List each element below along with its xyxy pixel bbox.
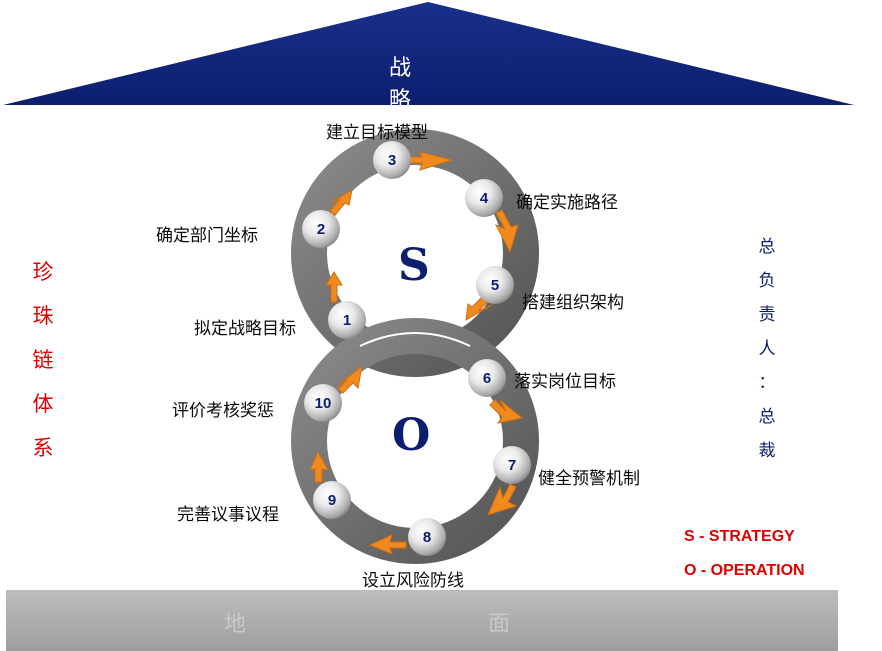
ground-label: 地 面 bbox=[223, 612, 620, 637]
top-ring bbox=[291, 129, 539, 377]
pearl-number-8: 8 bbox=[423, 529, 431, 546]
step-label-4: 确定实施路径 bbox=[516, 193, 618, 213]
pearl-number-4: 4 bbox=[480, 190, 489, 207]
arrow-9-10 bbox=[309, 450, 329, 483]
arrow-7-8 bbox=[487, 483, 518, 516]
pearl-4 bbox=[465, 179, 503, 217]
pearl-2 bbox=[302, 210, 340, 248]
step-label-5: 搭建组织架构 bbox=[522, 293, 624, 313]
ground-bar: 地 面 bbox=[6, 590, 838, 651]
arrow-4-5 bbox=[494, 209, 519, 254]
legend-operation: O - OPERATION bbox=[684, 562, 805, 579]
step-label-2: 确定部门坐标 bbox=[156, 226, 258, 246]
strategy-letter: S bbox=[398, 240, 430, 291]
pearls bbox=[302, 141, 531, 556]
arrow-8-9 bbox=[368, 534, 407, 555]
step-label-3: 建立目标模型 bbox=[326, 123, 428, 143]
pearl-number-3: 3 bbox=[388, 152, 396, 169]
pearl-10 bbox=[304, 384, 342, 422]
arrow-6-7 bbox=[489, 399, 524, 424]
step-label-10: 评价考核奖惩 bbox=[172, 401, 274, 421]
pearl-number-9: 9 bbox=[328, 492, 336, 509]
pearl-number-1: 1 bbox=[343, 312, 351, 329]
pearl-1 bbox=[328, 301, 366, 339]
arrow-1-2 bbox=[325, 271, 343, 303]
responsible-person-label: 总 负 责 人 ： 总 裁 bbox=[758, 237, 776, 461]
pearl-number-6: 6 bbox=[483, 370, 491, 387]
roof-title: 战 略 bbox=[388, 56, 514, 113]
roof-shape bbox=[3, 2, 854, 105]
pearl-number-5: 5 bbox=[491, 277, 499, 294]
pearl-6 bbox=[468, 359, 506, 397]
step-label-1: 拟定战略目标 bbox=[194, 319, 296, 339]
step-label-7: 健全预警机制 bbox=[538, 469, 640, 489]
pearl-7 bbox=[493, 446, 531, 484]
pearl-number-10: 10 bbox=[315, 395, 332, 412]
step-label-9: 完善议事议程 bbox=[177, 505, 279, 525]
pearl-number-7: 7 bbox=[508, 457, 516, 474]
arrow-3-4 bbox=[409, 151, 454, 171]
pearl-5 bbox=[476, 266, 514, 304]
arrow-2-3 bbox=[329, 188, 353, 216]
pearl-9 bbox=[313, 481, 351, 519]
pearl-3 bbox=[373, 141, 411, 179]
pearl-numbers: 1 2 3 4 5 6 7 8 9 10 bbox=[315, 152, 517, 546]
step-label-8: 设立风险防线 bbox=[362, 571, 464, 591]
pearl-8 bbox=[408, 518, 446, 556]
pearl-number-2: 2 bbox=[317, 221, 325, 238]
legend-strategy: S - STRATEGY bbox=[684, 528, 795, 545]
step-label-6: 落实岗位目标 bbox=[514, 372, 616, 392]
arrow-10-1 bbox=[337, 364, 363, 394]
operation-letter: O bbox=[392, 410, 431, 461]
pearl-chain-system-label: 珍 珠 链 体 系 bbox=[32, 260, 54, 460]
